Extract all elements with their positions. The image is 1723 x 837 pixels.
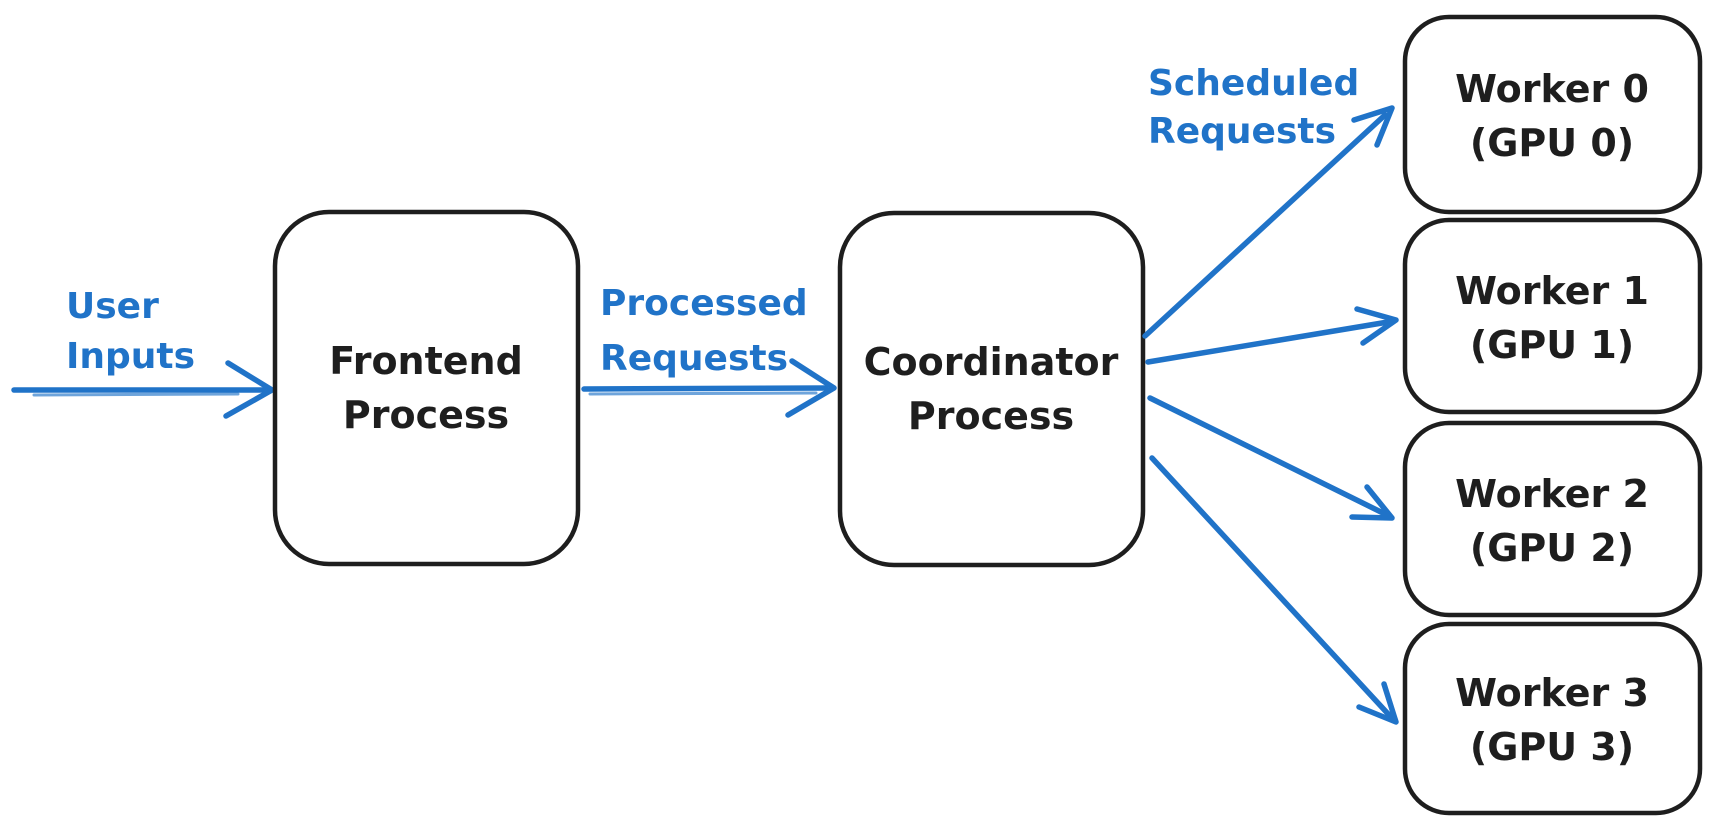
node-worker-2: [1402, 420, 1703, 618]
node-coordinator-process: [837, 210, 1146, 568]
node-worker-1: [1402, 217, 1703, 415]
arrow-scheduled-to-worker-1: [1145, 306, 1399, 365]
arrow-processed-requests-shaft: [581, 385, 829, 392]
node-worker-2-label-line2: (GPU 2): [1470, 526, 1634, 570]
arrow-processed-requests: [581, 358, 837, 418]
arrow-user-inputs-overdraw: [32, 392, 240, 397]
edge-label-user-inputs-line1: User: [66, 286, 159, 327]
edge-label-processed-requests-line1: Processed: [600, 283, 808, 324]
arrow-worker-3-shaft: [1149, 455, 1393, 719]
arrow-worker-0-shaft: [1142, 112, 1388, 339]
arrow-worker-1-shaft: [1145, 319, 1391, 365]
node-worker-1-label-line1: Worker 1: [1455, 269, 1649, 313]
edge-label-scheduled-requests-line2: Requests: [1148, 111, 1336, 152]
node-coordinator-process-label-line2: Process: [908, 394, 1074, 438]
node-worker-0-label-line2: (GPU 0): [1470, 121, 1634, 165]
node-worker-3-label-line2: (GPU 3): [1470, 725, 1634, 769]
arrow-worker-0-head-icon: [1351, 105, 1395, 148]
node-frontend-process-label-line2: Process: [343, 393, 509, 437]
arrow-worker-2-head-icon: [1349, 484, 1395, 521]
arrow-user-inputs: [11, 360, 275, 419]
arrow-worker-3-head-icon: [1356, 681, 1399, 725]
edge-label-scheduled-requests-line1: Scheduled: [1148, 63, 1359, 104]
edge-label-user-inputs-line2: Inputs: [66, 336, 195, 377]
node-coordinator-process-label-line1: Coordinator: [864, 340, 1119, 384]
arrow-worker-1-head-icon: [1354, 306, 1399, 346]
arrow-processed-requests-head-icon: [785, 358, 837, 418]
arrow-user-inputs-head-icon: [223, 360, 275, 419]
node-frontend-process-label-line1: Frontend: [329, 339, 523, 383]
arrow-processed-requests-overdraw: [588, 391, 818, 396]
node-worker-3: [1402, 621, 1703, 816]
node-worker-3-label-line1: Worker 3: [1455, 671, 1649, 715]
node-worker-2-label-line1: Worker 2: [1455, 472, 1649, 516]
arrow-worker-2-shaft: [1147, 395, 1388, 517]
node-worker-0: [1402, 14, 1703, 215]
edge-label-processed-requests-line2: Requests: [600, 338, 788, 379]
arrow-scheduled-to-worker-2: [1147, 395, 1395, 521]
arrow-scheduled-to-worker-0: [1142, 105, 1395, 339]
node-frontend-process: [272, 209, 581, 567]
node-worker-1-label-line2: (GPU 1): [1470, 323, 1634, 367]
arrow-scheduled-to-worker-3: [1149, 455, 1399, 725]
node-worker-0-label-line1: Worker 0: [1455, 67, 1649, 111]
